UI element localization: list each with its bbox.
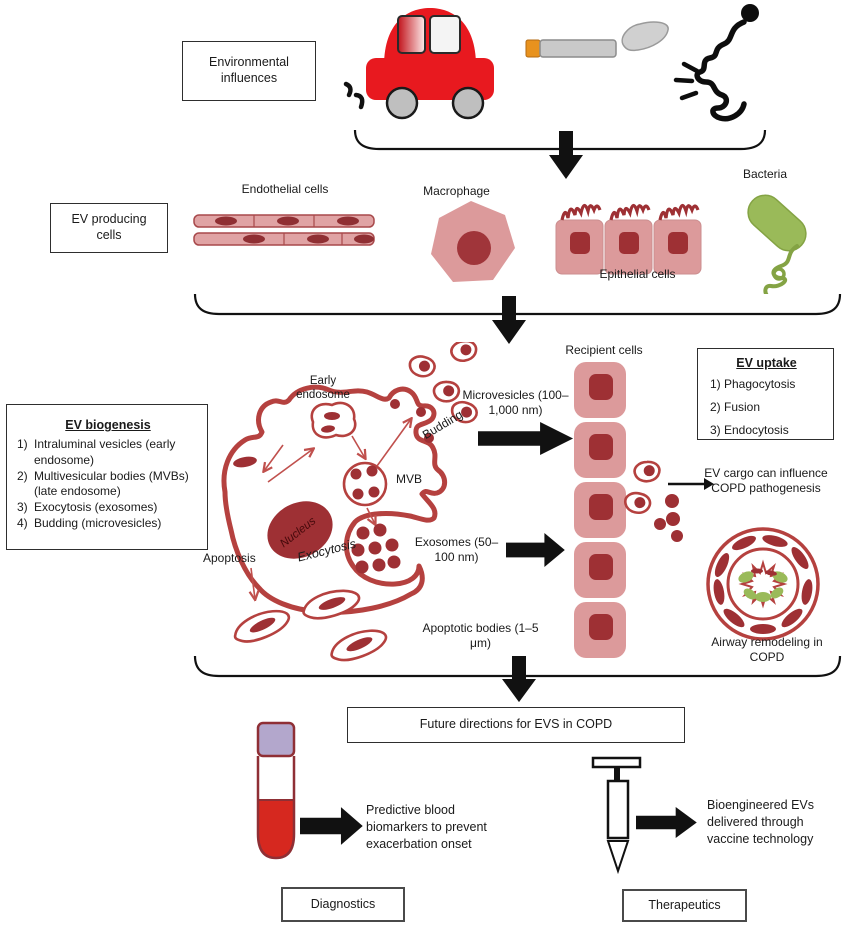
epithelial-cells-icon	[555, 203, 702, 275]
down-arrow-icon	[492, 296, 526, 344]
ev-producing-cells-label: EV producing cells	[71, 212, 147, 242]
down-arrow-icon	[549, 131, 583, 179]
diagnostics-label: Diagnostics	[310, 896, 376, 911]
exosomes-label: Exosomes (50–100 nm)	[414, 535, 499, 564]
environmental-influences-box: Environmental influences	[182, 41, 316, 101]
thin-right-arrow-icon	[668, 478, 714, 490]
recipient-cells-label: Recipient cells	[565, 343, 643, 357]
released-vesicles-icon	[622, 458, 683, 542]
future-directions-label: Future directions for EVS in COPD	[419, 717, 613, 732]
airway-remodeling-label: Airway remodeling in COPD	[711, 635, 823, 664]
ev-cargo-text: EV cargo can influence COPD pathogenesis	[704, 466, 828, 495]
list-item: 3) Exocytosis (exosomes)	[17, 500, 158, 515]
recipient-cells-icon	[574, 362, 626, 658]
airway-cross-section-icon	[706, 527, 820, 641]
right-arrow-icon	[636, 806, 697, 839]
microvesicles-label: Microvesicles (100–1,000 nm)	[462, 388, 569, 417]
mvb-label: MVB	[396, 472, 423, 486]
ev-uptake-box: EV uptake 1) Phagocytosis 2) Fusion 3) E…	[697, 348, 834, 440]
microvesicles-icon	[390, 342, 480, 443]
bioengineered-evs-text: Bioengineered EVs delivered through vacc…	[707, 798, 815, 846]
parent-cell-diagram-icon: Nucleus	[221, 342, 480, 666]
list-item: 4) Budding (microvesicles)	[17, 516, 162, 531]
person-coughing-icon	[673, 4, 759, 122]
ev-uptake-title: EV uptake	[736, 356, 797, 370]
therapeutics-box: Therapeutics	[622, 889, 747, 922]
right-arrow-icon	[478, 422, 574, 455]
exosomes-icon	[351, 523, 401, 574]
ev-biogenesis-title: EV biogenesis	[65, 418, 151, 432]
ev-biogenesis-box: EV biogenesis 1) Intraluminal vesicles (…	[6, 404, 208, 550]
bacteria-label: Bacteria	[742, 167, 788, 181]
list-item: 1) Phagocytosis	[710, 377, 796, 391]
list-item: 1) Intraluminal vesicles (early endosome…	[17, 437, 176, 467]
environmental-influences-label: Environmental influences	[209, 55, 289, 85]
list-item: 2) Fusion	[710, 400, 761, 414]
therapeutics-label: Therapeutics	[648, 897, 721, 912]
diagnostics-box: Diagnostics	[281, 887, 405, 922]
macrophage-label: Macrophage	[423, 184, 490, 198]
blood-tube-icon	[256, 721, 296, 860]
apoptotic-bodies-label: Apoptotic bodies (1–5 μm)	[422, 621, 539, 650]
right-arrow-icon	[506, 533, 565, 567]
epithelial-cells-label: Epithelial cells	[599, 267, 676, 281]
nucleus-icon: Nucleus	[267, 501, 333, 559]
list-item: 3) Endocytosis	[710, 423, 789, 437]
future-directions-box: Future directions for EVS in COPD	[347, 707, 685, 743]
car-icon	[343, 8, 494, 120]
apoptosis-label: Apoptosis	[203, 551, 256, 565]
endothelial-cells-icon	[193, 214, 375, 246]
syringe-icon	[591, 756, 642, 875]
list-item: 2) Multivesicular bodies (MVBs) (late en…	[17, 468, 189, 499]
right-arrow-icon	[300, 807, 363, 845]
early-endosome-label: Early endosome	[296, 375, 350, 402]
macrophage-icon	[431, 201, 515, 282]
endothelial-cells-label: Endothelial cells	[241, 182, 329, 196]
bacteria-icon	[747, 194, 807, 294]
predictive-biomarkers-text: Predictive blood biomarkers to prevent e…	[366, 803, 487, 851]
down-arrow-icon	[502, 656, 536, 703]
bracket-producers	[193, 293, 842, 316]
ev-producing-cells-box: EV producing cells	[50, 203, 168, 253]
cigarette-icon	[525, 21, 669, 58]
